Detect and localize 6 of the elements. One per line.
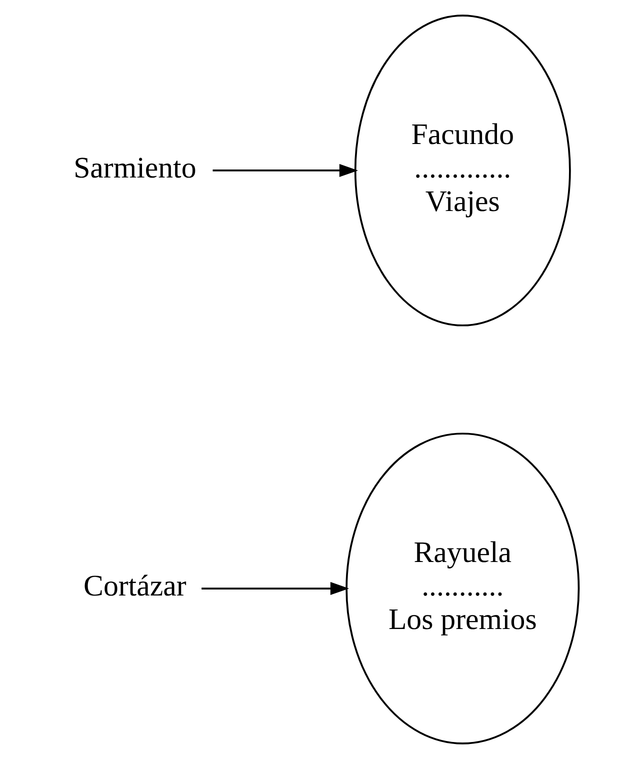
node-ellipse: Facundo ............. Viajes (354, 14, 571, 326)
node-text: Sarmiento (74, 152, 196, 185)
arrow (202, 582, 350, 596)
arrow (212, 164, 358, 178)
node-ellipse: Rayuela ........... Los premios (346, 432, 580, 744)
node-text: Cortázar (84, 570, 186, 603)
